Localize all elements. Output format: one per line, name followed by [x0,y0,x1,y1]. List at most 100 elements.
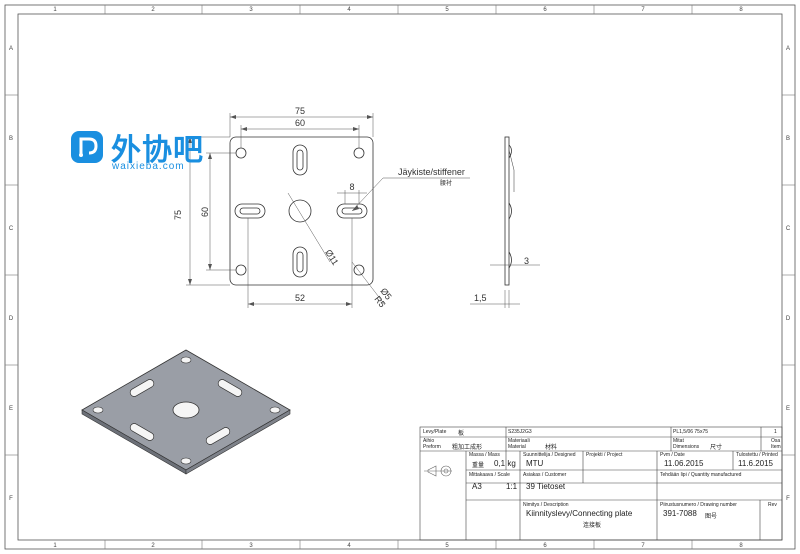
tb-asiakas-label: Asiakas / Customer [523,472,567,478]
corner-hole [353,264,365,276]
col-label: 2 [151,7,155,13]
col-label: 2 [151,543,155,549]
dim-1-5: 1,5 [474,293,487,303]
dim-75-left: 75 [173,210,183,220]
tb-materiaali-cn: 材料 [545,445,558,451]
tb-pl-qty: 1 [774,429,777,435]
tb-tulostettu-value: 11.6.2015 [738,459,773,468]
side-view [504,136,515,286]
tb-massa-value: 0,1 kg [494,459,516,468]
tb-piirustus-cn: 图号 [705,514,718,520]
center-hole [288,199,312,223]
tb-mitat-cn: 尺寸 [710,445,723,451]
col-label: 1 [53,7,57,13]
dimension-lines [186,113,470,308]
tb-pl-value: PL1,5/06 75x75 [673,429,709,435]
side-dimension-lines [470,264,540,308]
tb-asiakas-value: 39 Tietoset [526,482,566,491]
tb-nimitys-label: Nimitys / Description [523,502,569,508]
logo-text: 外协吧 [111,133,204,168]
col-label: 1 [53,543,57,549]
row-label: E [9,406,13,412]
dim-75-top: 75 [295,106,305,116]
row-label: C [9,226,14,232]
slot-inner [239,207,261,215]
slot [234,203,266,219]
col-label: 4 [347,7,351,13]
tb-suunnittelija-label: Suunnittelija / Designed [523,452,576,458]
tb-massa-cn: 重量 [472,463,485,469]
tb-mittakaava-label: Mittakaava / Scale [469,472,510,478]
col-label: 3 [249,543,253,549]
tb-levy-cn: 板 [458,431,465,437]
tb-projekti-label: Projekti / Project [586,452,623,458]
row-label: A [786,46,790,52]
slot-inner [341,207,363,215]
tb-aihio-label: Aihio Preform [423,438,441,450]
iso-corner-hole [269,406,281,414]
slot [292,144,308,176]
tb-size-value: A3 [472,482,482,491]
slot [292,246,308,278]
title-block-grid [419,426,783,541]
tb-pvm-label: Pvm / Date [660,452,685,458]
isometric-view [81,349,291,475]
col-label: 5 [445,7,449,13]
dim-8: 8 [349,182,354,192]
tb-materiaali-label: Materiaali Material [508,438,530,450]
row-label: A [9,46,13,52]
outer-frame [4,4,796,550]
slot-inner [296,149,304,171]
stiffener-bump [508,144,512,159]
row-label: B [9,136,13,142]
tb-massa-label: Massa / Mass [469,452,500,458]
dim-52: 52 [295,293,305,303]
dim-60-top: 60 [295,118,305,128]
iso-plate-edge-right [185,409,291,475]
projection-symbol [424,465,452,477]
row-label: D [786,316,791,322]
iso-corner-hole [180,457,192,465]
col-label: 8 [739,543,743,549]
tb-mitat-label: Mitat Dimensions [673,438,700,450]
logo-icon [71,131,103,163]
tb-levy-label: Levy/Plate [423,429,447,435]
corner-hole [235,264,247,276]
col-label: 6 [543,7,547,13]
row-label: C [786,226,791,232]
row-label: B [786,136,790,142]
iso-slot [129,379,155,397]
row-label: F [9,496,13,502]
tb-levy-value: S235J2G3 [508,429,532,435]
corner-hole [353,147,365,159]
zone-ticks [5,5,795,549]
logo-url: waixieba.com [112,161,185,172]
dim-60-left: 60 [200,207,210,217]
slot-inner [296,251,304,273]
tb-suunnittelija-value: MTU [526,459,544,468]
col-label: 8 [739,7,743,13]
col-label: 3 [249,7,253,13]
plate-edge [504,136,510,286]
iso-corner-hole [92,406,104,414]
col-label: 4 [347,543,351,549]
iso-slot [129,423,155,441]
tb-piirustus-label: Piirustusnumero / Drawing number [660,502,737,508]
tb-rev-label: Rev [768,502,777,508]
inner-frame [17,13,783,541]
stiffener-callout-cn: 腰衬 [440,179,452,187]
iso-slot [205,427,231,445]
tb-nimitys-value: Kiinnityslevy/Connecting plate [526,509,633,518]
plate-outline [229,136,374,286]
tb-aihio-cn: 粗加工成形 [452,445,483,451]
dim-3: 3 [524,256,529,266]
tb-nimitys-cn: 连接板 [583,523,602,529]
front-view [229,136,374,286]
stiffener-bump [508,251,512,269]
iso-slot [217,379,243,397]
dim-d11: Ø11 [323,248,340,267]
col-label: 7 [641,7,645,13]
iso-center-hole [172,401,200,419]
row-label: E [786,406,790,412]
